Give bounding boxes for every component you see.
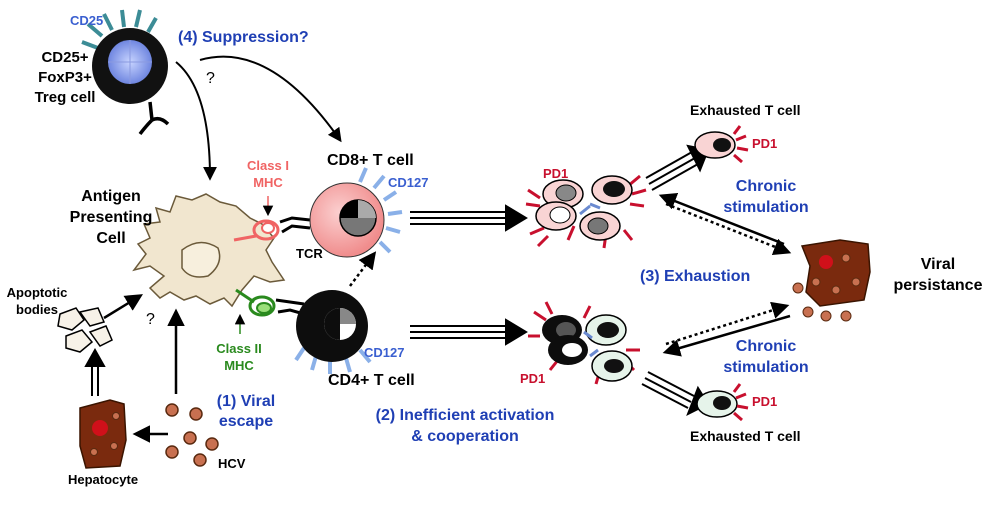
chronic-top-line2: stimulation — [723, 199, 809, 216]
viral-persistance-line1: Viral — [920, 256, 956, 273]
suppression-label: (4) Suppression? — [178, 29, 309, 46]
treg-cell — [81, 9, 170, 136]
tcr-label: TCR — [296, 246, 323, 261]
cd4-exhausted-cluster — [528, 301, 640, 385]
apc-line2: Presenting — [69, 209, 153, 226]
inefficient-activation-label: (2) Inefficient activation & cooperation — [350, 405, 580, 447]
chronic-bottom-line2: stimulation — [723, 359, 809, 376]
cd4-t-cell — [294, 290, 372, 374]
arrow-chronic-top-solid — [658, 192, 785, 246]
viral-escape-label: (1) Viral escape — [196, 392, 296, 432]
treg-line2: FoxP3+ — [38, 69, 92, 86]
arrow-cd4-to-cd8 — [349, 251, 377, 287]
apc-line1: Antigen — [81, 188, 141, 205]
pd1-label-bottom: PD1 — [752, 394, 778, 409]
question-mark-top: ? — [206, 70, 215, 87]
hepatocyte — [79, 399, 127, 469]
hcv-virions — [165, 403, 219, 467]
cd8-receptor-label: CD127 — [388, 175, 429, 190]
apc-label: Antigen Presenting Cell — [56, 186, 166, 249]
apoptotic-bodies — [57, 307, 113, 353]
cd4-receptor-label: CD127 — [364, 345, 405, 360]
chronic-stimulation-top: Chronic stimulation — [716, 176, 816, 218]
viral-persistance-line2: persistance — [893, 277, 983, 294]
treg-line3: Treg cell — [34, 89, 96, 106]
exhaustion-label: (3) Exhaustion — [640, 268, 751, 285]
question-mark-bottom: ? — [146, 311, 155, 328]
apoptotic-label: Apoptotic bodies — [0, 284, 74, 318]
treg-line1: CD25+ — [41, 49, 89, 66]
class2-mhc — [234, 288, 276, 334]
class1-line2: MHC — [253, 175, 283, 190]
arrow-apoptotic-to-apc — [103, 294, 143, 320]
cd25-label: CD25 — [70, 13, 104, 28]
cd8-title: CD8+ T cell — [327, 152, 414, 169]
exhausted-label-top: Exhausted T cell — [690, 102, 801, 118]
chronic-bottom-line1: Chronic — [735, 338, 797, 355]
arrow-chronic-bottom-solid — [662, 314, 791, 357]
exhausted-t-cell-top — [694, 125, 749, 164]
viral-escape-line2: escape — [218, 413, 274, 430]
class2-mhc-label: Class II MHC — [206, 340, 272, 374]
class1-mhc — [233, 196, 280, 242]
apc-line3: Cell — [96, 230, 126, 247]
viral-escape-line1: (1) Viral — [216, 393, 276, 410]
arrow-cd4-activation — [410, 318, 528, 346]
cd8-t-cell — [309, 167, 403, 258]
cd4-title: CD4+ T cell — [328, 372, 415, 389]
chronic-top-line1: Chronic — [735, 178, 797, 195]
class1-mhc-label: Class I MHC — [238, 157, 298, 191]
hepatocyte-label: Hepatocyte — [68, 472, 139, 487]
pd1-label-cd4-cluster: PD1 — [520, 371, 546, 386]
arrow-chronic-top-dotted — [665, 202, 792, 256]
exhausted-t-cell-bottom — [696, 383, 749, 422]
apoptotic-line2: bodies — [16, 302, 58, 317]
antigen-presenting-cell — [132, 193, 286, 308]
tcr-cd8 — [279, 216, 311, 234]
cd8-exhausted-cluster — [525, 174, 647, 249]
infected-liver — [792, 239, 871, 322]
apoptotic-line1: Apoptotic — [6, 285, 68, 300]
arrow-hepatocyte-to-apoptotic — [84, 347, 106, 396]
exhausted-label-bottom: Exhausted T cell — [690, 428, 801, 444]
treg-label: CD25+ FoxP3+ Treg cell — [20, 48, 110, 108]
chronic-stimulation-bottom: Chronic stimulation — [716, 336, 816, 378]
arrow-cd8-activation — [410, 204, 528, 232]
class2-line1: Class II — [216, 341, 262, 356]
pd1-label-cd8-cluster: PD1 — [543, 166, 569, 181]
arrow-treg-to-apc — [175, 61, 217, 181]
class2-line2: MHC — [224, 358, 254, 373]
arrow-chronic-bottom-dotted — [665, 301, 790, 346]
inefficient-line1: (2) Inefficient activation — [375, 407, 555, 424]
arrow-treg-to-cd8 — [199, 55, 342, 143]
viral-persistance-label: Viral persistance — [882, 254, 994, 296]
hcv-label: HCV — [218, 456, 246, 471]
inefficient-line2: & cooperation — [411, 428, 519, 445]
pd1-label-top: PD1 — [752, 136, 778, 151]
class1-line1: Class I — [247, 158, 289, 173]
